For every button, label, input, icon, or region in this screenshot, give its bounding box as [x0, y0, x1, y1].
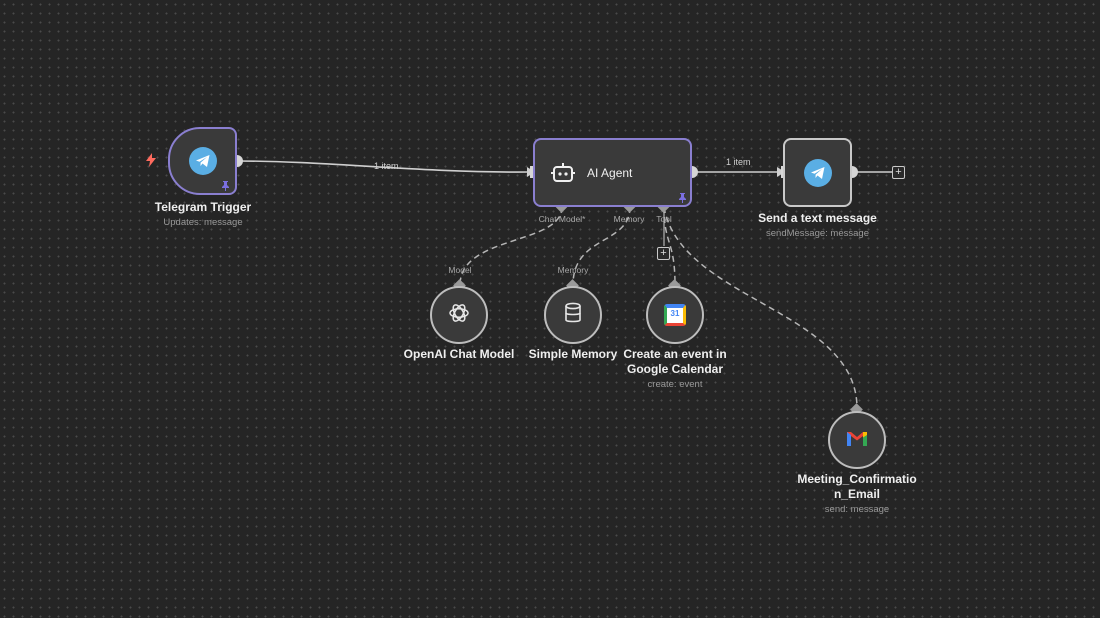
connection-tool-gmail[interactable]: [663, 206, 858, 409]
chat-model-port-label: Chat Model*: [538, 214, 586, 224]
connection-model[interactable]: [459, 206, 563, 286]
ai-agent-title: AI Agent: [587, 166, 633, 180]
send-message-node[interactable]: [783, 138, 852, 207]
telegram-icon: [189, 147, 217, 175]
telegram-trigger-node[interactable]: [168, 127, 237, 195]
calendar-day: 31: [670, 309, 680, 318]
simple-memory-title: Simple Memory: [528, 347, 618, 361]
memory-input-label: Memory: [557, 265, 589, 275]
gmail-node[interactable]: [828, 411, 886, 469]
openai-icon: [447, 301, 471, 330]
gmail-title-line2: n_Email: [833, 487, 881, 501]
robot-icon: [550, 162, 576, 189]
database-icon: [563, 302, 583, 329]
google-calendar-icon: 31: [664, 304, 686, 326]
memory-port-label: Memory: [613, 214, 645, 224]
telegram-trigger-subtitle: Updates: message: [163, 217, 243, 228]
connection-label-agent-send: 1 item: [726, 157, 751, 167]
pin-icon: [678, 190, 687, 208]
trigger-bolt-icon: [145, 153, 157, 172]
google-calendar-title-line1: Create an event in: [623, 347, 727, 361]
send-message-title: Send a text message: [758, 211, 877, 225]
ai-agent-node[interactable]: AI Agent: [533, 138, 692, 207]
add-node-button[interactable]: +: [892, 166, 905, 179]
connection-memory[interactable]: [572, 206, 631, 286]
openai-chat-model-title: OpenAI Chat Model: [403, 347, 515, 361]
gmail-title-line1: Meeting_Confirmatio: [797, 472, 917, 486]
model-port-label: Model: [448, 265, 472, 275]
openai-chat-model-node[interactable]: [430, 286, 488, 344]
tool-port-label: Tool: [656, 214, 672, 224]
connection-trigger-to-agent[interactable]: [236, 160, 531, 173]
connection-label-trigger-agent: 1 item: [374, 161, 399, 171]
send-message-subtitle: sendMessage: message: [766, 228, 869, 239]
pin-icon: [221, 178, 230, 196]
google-calendar-subtitle: create: event: [647, 379, 703, 390]
add-tool-button[interactable]: +: [657, 247, 670, 260]
telegram-trigger-title: Telegram Trigger: [154, 200, 252, 214]
agent-input-port[interactable]: [530, 166, 535, 178]
telegram-icon: [804, 159, 832, 187]
google-calendar-node[interactable]: 31: [646, 286, 704, 344]
simple-memory-node[interactable]: [544, 286, 602, 344]
gmail-icon: [845, 429, 869, 452]
gmail-subtitle: send: message: [824, 504, 890, 515]
google-calendar-title-line2: Google Calendar: [626, 362, 724, 376]
